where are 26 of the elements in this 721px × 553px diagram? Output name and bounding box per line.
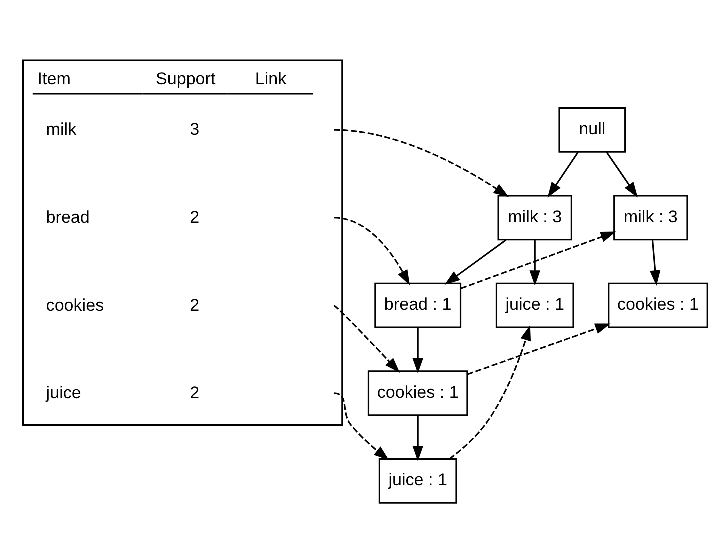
arrow xyxy=(460,231,616,289)
node-box: bread : 1 xyxy=(374,282,462,328)
node-box: milk : 3 xyxy=(498,194,572,240)
node-box: cookies : 1 xyxy=(368,370,468,416)
arrow xyxy=(548,151,579,198)
arrow xyxy=(412,415,424,462)
arrow xyxy=(334,128,510,197)
node-box: juice : 1 xyxy=(378,458,458,504)
arrow xyxy=(606,151,638,198)
arrow xyxy=(412,327,424,374)
arrow xyxy=(444,239,507,284)
arrow xyxy=(334,304,400,372)
node-text: bread 2 xyxy=(46,208,200,226)
node-box: null xyxy=(558,106,626,152)
node-box: milk : 3 xyxy=(614,194,688,240)
arrow xyxy=(468,323,611,375)
node-text: juice 2 xyxy=(46,383,200,402)
node-text: cookies 2 xyxy=(46,295,200,314)
arrow xyxy=(334,392,390,460)
node-box: cookies : 1 xyxy=(608,282,708,328)
node-text: milk 3 xyxy=(46,120,200,139)
arrow xyxy=(530,240,540,286)
arrow xyxy=(334,216,410,286)
arrow xyxy=(650,240,661,286)
arrow xyxy=(449,324,532,460)
node-box: juice : 1 xyxy=(496,282,574,328)
